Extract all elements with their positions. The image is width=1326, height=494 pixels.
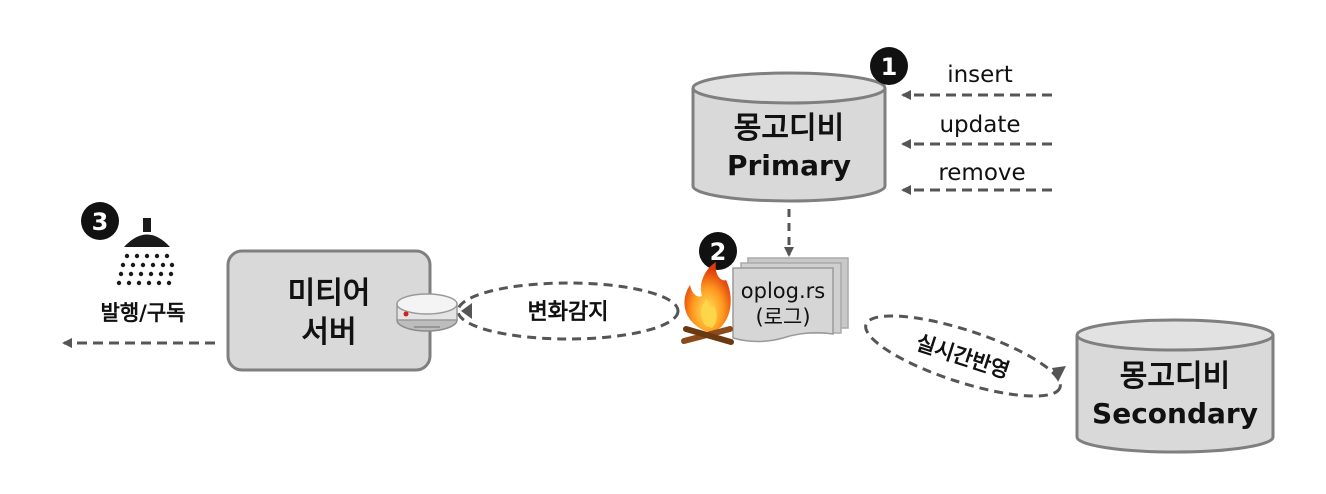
meteor-server-label-line2: 서버: [301, 315, 356, 350]
primary-db-cylinder: 몽고디비 Primary: [691, 71, 887, 203]
oplog-label-line2: (로그): [755, 305, 810, 329]
op-update: update: [901, 112, 1052, 149]
step-badge-2-number: 2: [710, 238, 727, 266]
secondary-db-label-line1: 몽고디비: [1120, 359, 1230, 394]
replication-ellipse: [864, 314, 1062, 398]
publish-subscribe-label: 발행/구독: [101, 301, 186, 325]
op-insert-label: insert: [947, 62, 1013, 88]
detect-change-label: 변화감지: [528, 300, 609, 325]
detect-change-arrowhead: [461, 303, 472, 319]
primary-db-label-line2: Primary: [727, 149, 851, 182]
detect-change-ellipse: [456, 281, 680, 341]
replication-group: 실시간반영: [864, 314, 1066, 398]
meteor-server-box: 미티어 서버: [226, 249, 432, 372]
secondary-db-cylinder: 몽고디비 Secondary: [1075, 318, 1275, 454]
step-badge-2: 2: [699, 232, 737, 270]
step-badge-3-number: 3: [92, 208, 109, 236]
op-insert: insert: [901, 62, 1052, 100]
detect-change-group: 변화감지: [456, 281, 680, 341]
step-badge-1: 1: [870, 47, 908, 85]
op-remove: remove: [901, 160, 1052, 195]
smoke-detector-icon: [396, 293, 458, 332]
replication-arrowhead: [1052, 366, 1066, 382]
meteor-server-label-line1: 미티어: [288, 276, 371, 311]
secondary-db-label-line2: Secondary: [1092, 397, 1258, 430]
op-remove-label: remove: [938, 160, 1025, 186]
step-badge-3: 3: [81, 202, 119, 240]
shower-icon: [116, 218, 175, 286]
replication-label: 실시간반영: [913, 331, 1012, 384]
oplog-label-line1: oplog.rs: [741, 279, 825, 303]
oplog-document-stack: oplog.rs (로그): [732, 257, 849, 343]
fire-icon: [681, 262, 734, 345]
op-update-label: update: [939, 112, 1020, 138]
primary-db-label-line1: 몽고디비: [734, 111, 844, 146]
step-badge-1-number: 1: [881, 53, 898, 81]
